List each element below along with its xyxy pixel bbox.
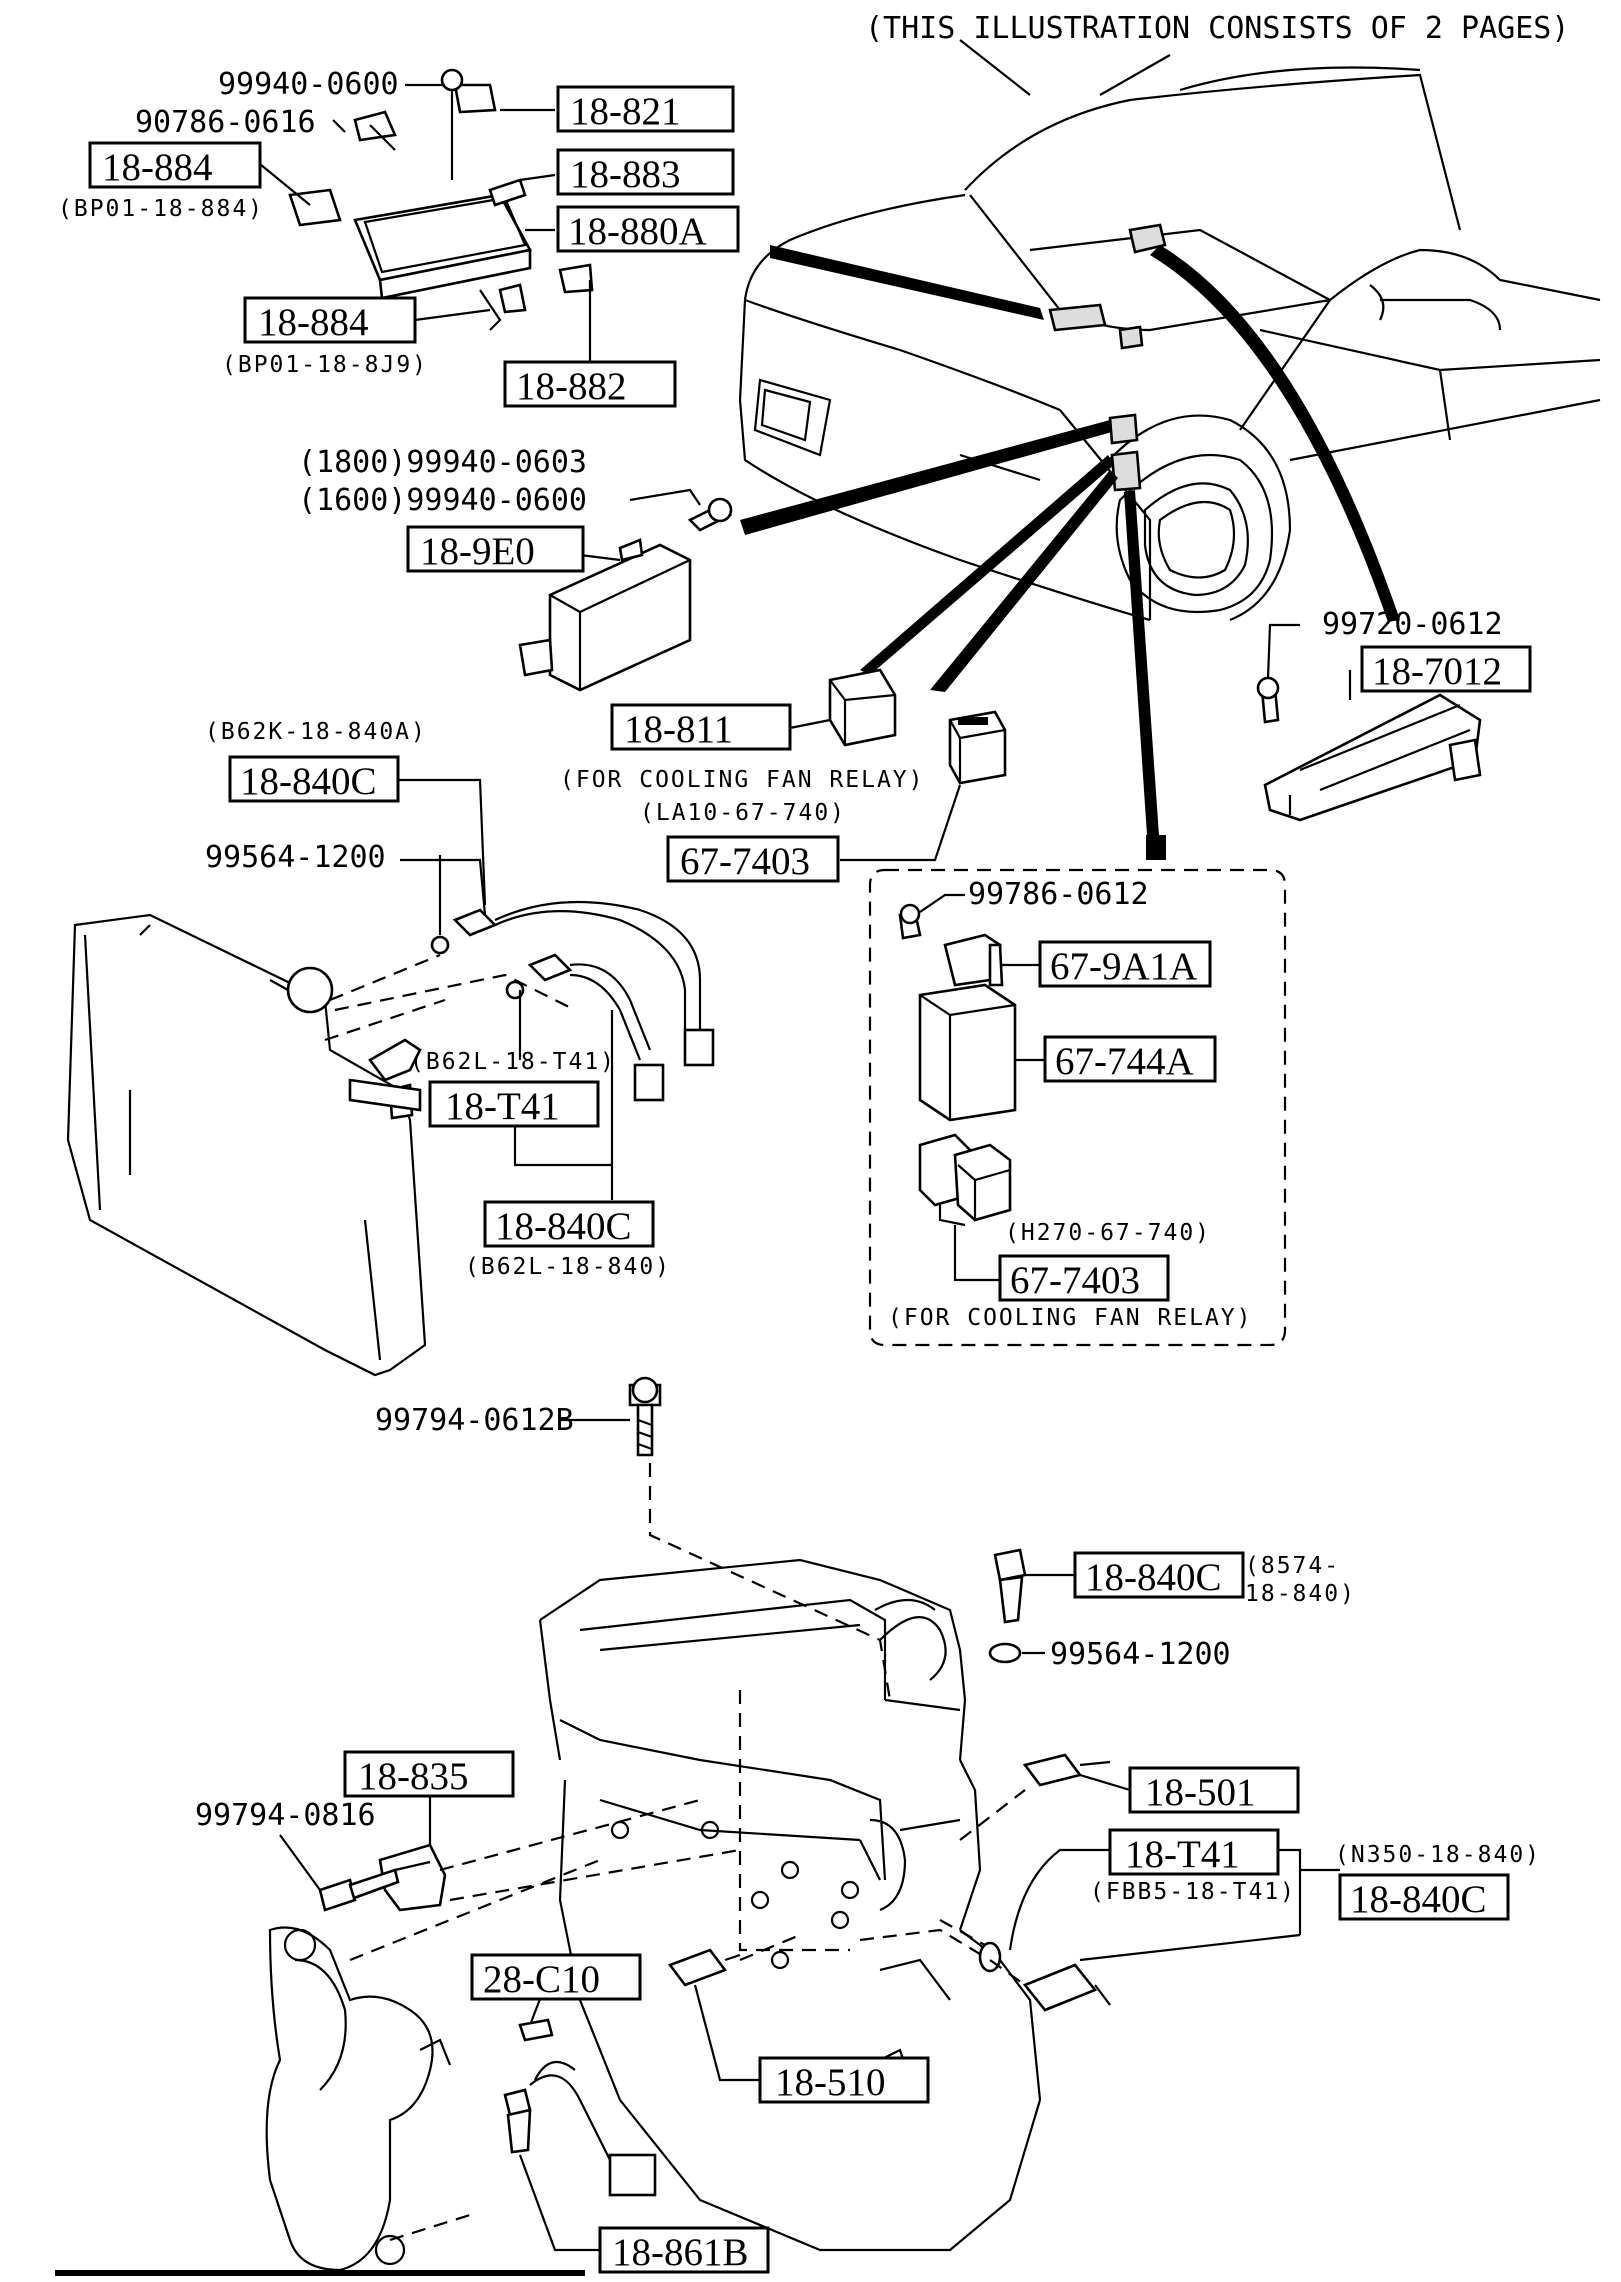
relay-67-7403-lower (918, 1133, 1012, 1227)
ref-18-861B: 18-861B (612, 2231, 749, 2274)
ref-18-T41-b: 18-T41 (1125, 1833, 1240, 1876)
ref-box-18-883[interactable] (556, 148, 735, 196)
sensor-18-T41-radiator (505, 953, 665, 1102)
ref-box-18-9E0[interactable] (406, 525, 585, 573)
ref-18-835: 18-835 (358, 1755, 469, 1798)
ref-box-18-840C-c[interactable] (1073, 1551, 1245, 1599)
part-90786-0616: 90786-0616 (135, 105, 316, 140)
part-99940-0603: (1800)99940-0603 (298, 445, 587, 480)
ref-67-7403-a: 67-7403 (680, 840, 810, 883)
note-n350-18-840: (N350-18-840) (1335, 1842, 1541, 1868)
ref-box-18-7012[interactable] (1360, 645, 1532, 693)
bracket-18-7012 (1263, 693, 1482, 822)
ref-18-884-a: 18-884 (102, 146, 213, 189)
sensor-18-840C-engine-right (1022, 1963, 1111, 2012)
ref-67-7403-b: 67-7403 (1010, 1259, 1140, 1302)
ref-18-884-b: 18-884 (258, 301, 369, 344)
note-bp01-18-884: (BP01-18-884) (58, 196, 264, 222)
note-for-cooling-fan-relay-2: (FOR COOLING FAN RELAY) (888, 1305, 1253, 1331)
ref-box-18-840C-a[interactable] (228, 755, 400, 803)
bracket-67-9a1a (943, 933, 1004, 987)
ref-67-9A1A: 67-9A1A (1050, 945, 1197, 988)
ref-box-18-821[interactable] (556, 85, 735, 133)
ref-18-510: 18-510 (775, 2061, 886, 2104)
ref-box-67-9A1A[interactable] (1038, 940, 1212, 988)
part-99564-1200-a: 99564-1200 (205, 840, 386, 875)
ref-18-840C-a: 18-840C (240, 760, 377, 803)
part-99786-0612: 99786-0612 (968, 877, 1149, 912)
ecu-assembly (288, 68, 594, 331)
note-bp01-18-8j9: (BP01-18-8J9) (222, 352, 428, 378)
note-8574-b: 18-840) (1245, 1581, 1356, 1607)
ref-box-18-884-b[interactable] (243, 296, 417, 344)
ref-67-744A: 67-744A (1055, 1040, 1194, 1083)
sensor-18-861b (503, 2060, 657, 2197)
module-18-9e0 (518, 497, 733, 692)
relay-67-7403-upper (948, 710, 1007, 785)
ref-box-18-T41-a[interactable] (428, 1080, 600, 1128)
bolt-99794-0612b (628, 1376, 662, 1457)
note-la10-67-740: (LA10-67-740) (640, 800, 846, 826)
part-99940-0600-b: (1600)99940-0600 (298, 483, 587, 518)
ref-box-67-744A[interactable] (1043, 1035, 1217, 1083)
note-h270-67-740: (H270-67-740) (1005, 1220, 1211, 1246)
car-body-illustration (738, 39, 1601, 622)
ref-28-C10: 28-C10 (483, 1958, 600, 2001)
relay-18-811 (828, 668, 897, 747)
relay-67-744a (918, 983, 1017, 1122)
ref-box-18-861B[interactable] (598, 2226, 770, 2274)
cooling-fan-relay-group-outline (868, 868, 1287, 1347)
ref-18-840C-b: 18-840C (495, 1205, 632, 1248)
part-99940-0600-top: 99940-0600 (218, 67, 399, 102)
ref-box-18-840C-d[interactable] (1338, 1873, 1510, 1921)
ref-box-18-510[interactable] (758, 2056, 930, 2104)
ref-box-18-884-a[interactable] (88, 141, 262, 189)
ref-18-501: 18-501 (1145, 1771, 1256, 1814)
ref-box-28-C10[interactable] (470, 1953, 642, 2001)
clip-28-c10 (518, 2018, 554, 2042)
ref-18-840C-c: 18-840C (1085, 1556, 1222, 1599)
ref-box-18-880A[interactable] (556, 205, 740, 253)
ref-18-840C-d: 18-840C (1350, 1878, 1487, 1921)
ref-box-18-840C-b[interactable] (483, 1200, 655, 1248)
part-99720-0612: 99720-0612 (1322, 607, 1503, 642)
ref-box-18-T41-b[interactable] (1108, 1828, 1280, 1876)
ref-18-882: 18-882 (516, 365, 627, 408)
radiator (66, 913, 427, 1377)
bottom-rule (55, 2270, 585, 2276)
part-99794-0816: 99794-0816 (195, 1798, 376, 1833)
ref-18-811: 18-811 (624, 708, 733, 751)
ref-box-67-7403-a[interactable] (666, 835, 840, 883)
note-b62l-18-t41: (B62L-18-T41) (410, 1049, 616, 1075)
ref-box-18-811[interactable] (610, 703, 792, 751)
part-99794-0612B: 99794-0612B (375, 1403, 574, 1438)
ref-box-18-501[interactable] (1128, 1766, 1300, 1814)
ref-18-7012: 18-7012 (1372, 650, 1502, 693)
gasket-99564-1200 (988, 1642, 1022, 1664)
ref-18-821: 18-821 (570, 90, 681, 133)
note-for-cooling-fan-relay-1: (FOR COOLING FAN RELAY) (560, 767, 925, 793)
ref-18-880A: 18-880A (568, 210, 707, 253)
sensor-18-840C-radiator (430, 900, 715, 1067)
ref-box-67-7403-b[interactable] (998, 1254, 1170, 1302)
sensor-18-840C-engine-top (993, 1548, 1027, 1624)
ref-box-18-835[interactable] (343, 1750, 515, 1798)
note-fbb5-18-t41: (FBB5-18-T41) (1090, 1879, 1296, 1905)
note-b62l-18-840: (B62L-18-840) (465, 1254, 671, 1280)
ref-18-9E0: 18-9E0 (420, 530, 535, 573)
engine-block (538, 1558, 1042, 2252)
ref-box-18-882[interactable] (503, 360, 677, 408)
leader-strokes (740, 245, 1400, 860)
note-8574-a: (8574- (1245, 1553, 1340, 1579)
thermostat-housing (265, 1926, 452, 2272)
header-note: (THIS ILLUSTRATION CONSISTS OF 2 PAGES) (865, 11, 1569, 46)
note-b62k-18-840a: (B62K-18-840A) (205, 719, 427, 745)
sensor-18-510 (667, 1948, 741, 1987)
ref-18-T41-a: 18-T41 (445, 1085, 560, 1128)
ref-18-883: 18-883 (570, 153, 681, 196)
bolt-99794-0816 (318, 1868, 400, 1912)
part-99564-1200-b: 99564-1200 (1050, 1637, 1231, 1672)
